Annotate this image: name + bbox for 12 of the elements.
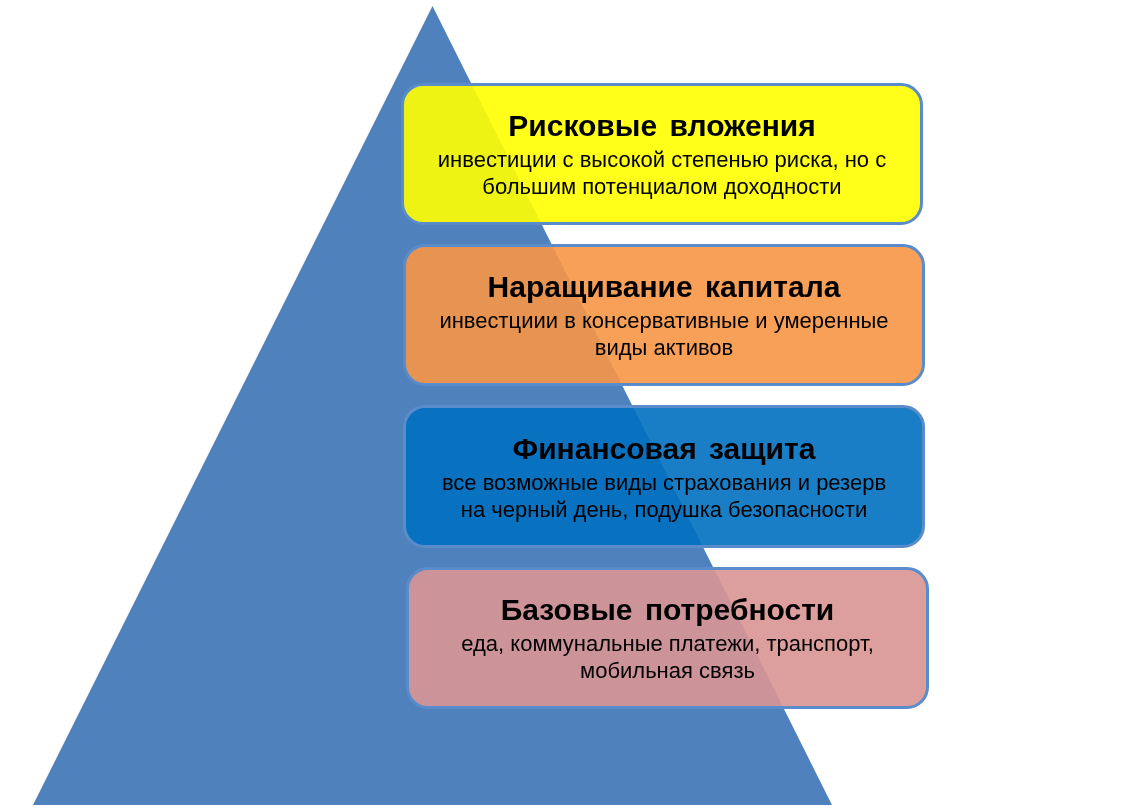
level-box [401,83,923,225]
level-title: Рисковые вложения [508,108,816,144]
level-box [403,405,925,548]
level-title: Базовые потребности [500,592,835,628]
level-description: инвестциии в консервативные и умеренные виды активов [438,307,890,361]
level-description: еда, коммунальные платежи, транспорт, мобильная связь [460,630,875,684]
level-box [403,244,925,386]
level-description: все возможные виды страхования и резерв на черный день, подушка безопасности [440,468,888,523]
level-box [406,567,929,709]
level-title: Финансовая защита [512,430,816,467]
level-title: Наращивание капитала [487,269,841,305]
level-description: инвестиции с высокой степенью риска, но с большим потенциалом доходности [436,146,888,200]
